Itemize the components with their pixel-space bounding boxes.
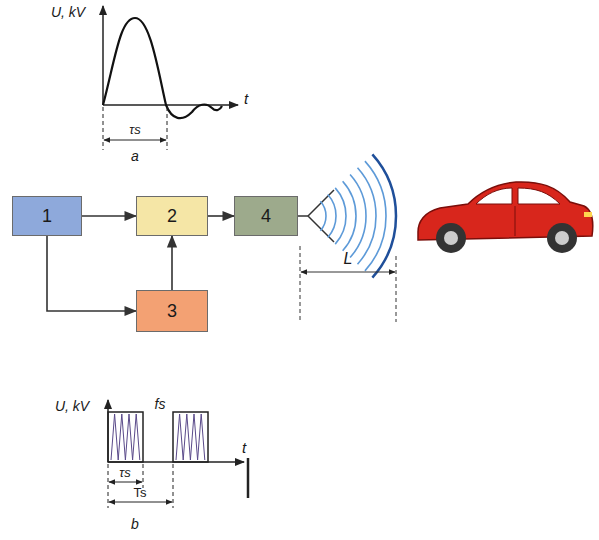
graph-label: U, kV	[51, 5, 85, 19]
wave-arc	[335, 188, 346, 244]
graph-label: τs	[129, 123, 140, 136]
graph-label: t	[242, 440, 246, 455]
graph-label: U, kV	[55, 399, 89, 413]
wave-arc	[320, 201, 326, 230]
signal-arrow	[171, 236, 173, 290]
carrier-oscillation	[111, 414, 140, 460]
graph-label: Ts	[134, 486, 147, 499]
graph-label: a	[131, 149, 139, 163]
wave-arc	[350, 175, 366, 258]
carrier-oscillation	[176, 414, 205, 460]
pulse-graph-a	[103, 6, 238, 150]
block-number: 1	[42, 206, 52, 227]
wave-arc	[358, 168, 376, 264]
block-number: 3	[167, 301, 177, 322]
graph-label: b	[131, 517, 139, 531]
block-number: 4	[261, 206, 271, 227]
process-box: 4	[234, 196, 298, 236]
process-box: 2	[136, 196, 208, 236]
pulse-graph-b	[108, 400, 248, 508]
graph-label: L	[344, 251, 353, 267]
wave-arc	[328, 195, 336, 238]
wave-arc	[365, 161, 386, 271]
graph-label: τs	[119, 466, 130, 479]
distance-dimension	[300, 246, 396, 322]
process-box: 3	[136, 290, 208, 332]
signal-arrow	[208, 215, 234, 217]
signal-arrow	[82, 215, 136, 217]
wave-arc	[372, 154, 396, 277]
signal-arrow	[47, 236, 136, 311]
horn-antenna	[298, 190, 334, 242]
wave-arc	[343, 181, 356, 251]
graph-label: t	[244, 91, 248, 106]
radio-waves	[320, 154, 396, 277]
car	[418, 182, 593, 253]
graph-label: fs	[155, 397, 166, 411]
process-box: 1	[12, 196, 82, 236]
block-number: 2	[167, 206, 177, 227]
